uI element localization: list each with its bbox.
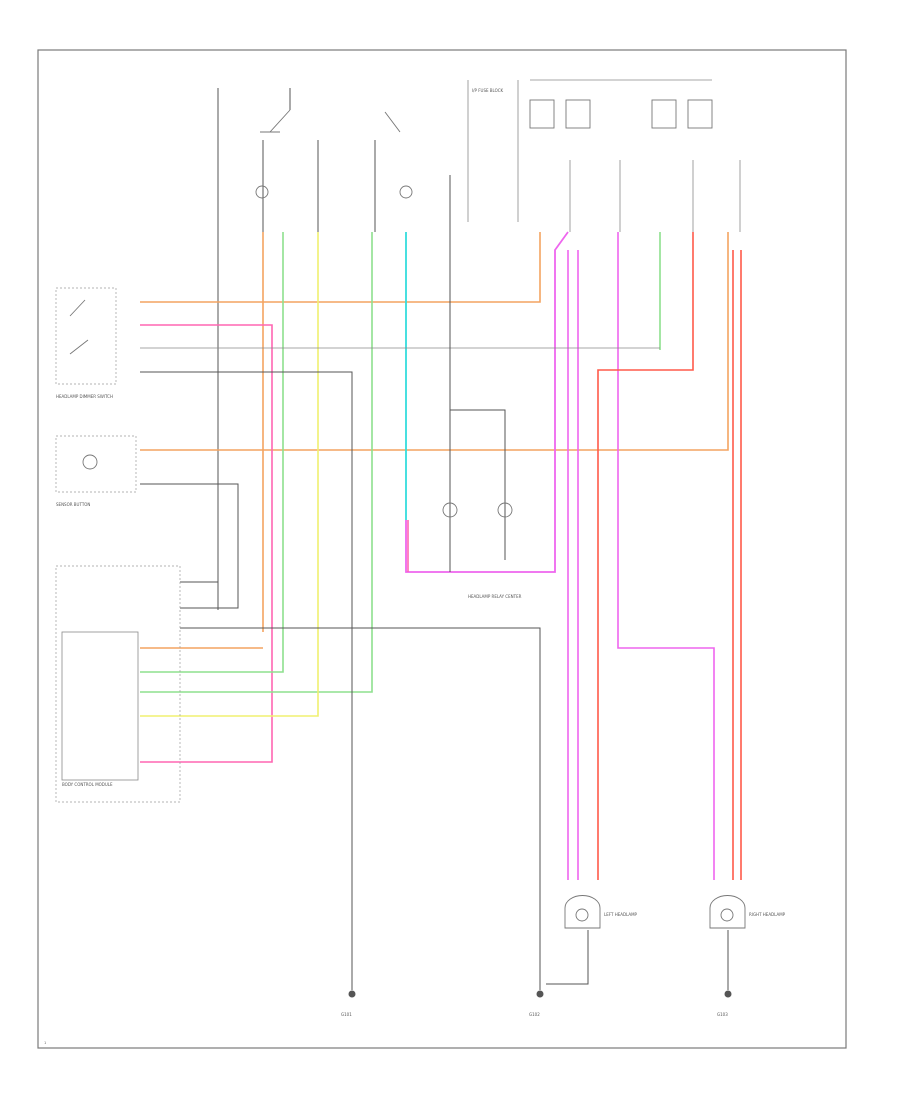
diagram-frame [37,49,847,1049]
ground-mid: G102 [529,990,544,1017]
sensor-button: SENSOR BUTTON [55,435,137,507]
wire-green [140,232,661,693]
wire-pink [140,324,273,763]
wire-yellow [140,232,319,717]
ground-mid-label: G102 [529,1012,540,1017]
ground-wires [140,232,729,990]
right-headlamp-label: RIGHT HEADLAMP [749,912,786,917]
dimmer-switch: HEADLAMP DIMMER SWITCH [55,287,117,399]
ground-right: G103 [717,990,732,1017]
top-power-feeds [217,79,741,610]
fuse-block-label: I/P FUSE BLOCK [472,88,504,93]
wire-orange [140,232,729,649]
ground-left-label: G101 [341,1012,352,1017]
footer-label: 1 [44,1041,46,1045]
relay-center-label: HEADLAMP RELAY CENTER [468,594,522,599]
right-headlamp: RIGHT HEADLAMP [709,895,786,929]
left-headlamp: LEFT HEADLAMP [564,895,638,929]
wire-red [597,232,742,880]
dimmer-switch-label: HEADLAMP DIMMER SWITCH [56,394,113,399]
body-control-module-label: BODY CONTROL MODULE [62,782,113,787]
relay-center: HEADLAMP RELAY CENTER I/P FUSE BLOCK [442,88,522,599]
wire-magenta [405,231,715,880]
sensor-button-label: SENSOR BUTTON [56,502,90,507]
left-headlamp-label: LEFT HEADLAMP [604,912,638,917]
body-control-module: BODY CONTROL MODULE [55,565,181,803]
ground-right-label: G103 [717,1012,728,1017]
ground-left: G101 [341,990,356,1017]
